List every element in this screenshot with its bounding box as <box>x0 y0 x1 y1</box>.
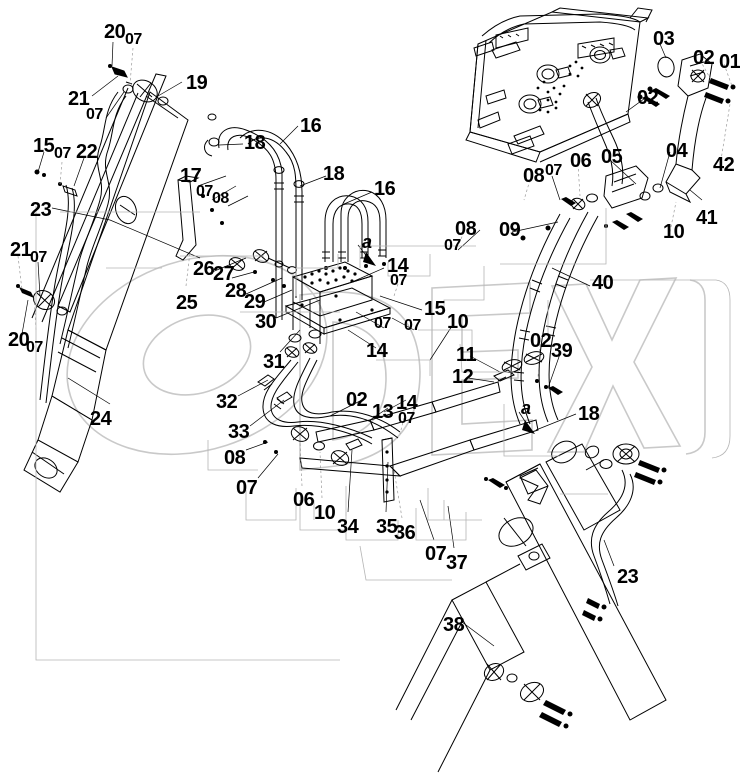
callout-a: a <box>362 232 372 252</box>
mid-hoses-16 <box>322 189 387 270</box>
callout-23: 23 <box>30 199 52 221</box>
callout-02: 02 <box>530 330 552 352</box>
lower-hoses <box>257 329 401 445</box>
callout-10: 10 <box>314 502 336 524</box>
callout-07: 07 <box>425 543 447 565</box>
left-lift-cylinder <box>23 73 189 493</box>
callout-28: 28 <box>225 280 247 302</box>
callout-06: 06 <box>293 489 315 511</box>
tank-outlet-fittings <box>637 53 736 204</box>
callout-27: 27 <box>213 263 235 285</box>
callout-06: 06 <box>570 150 592 172</box>
callout-41: 41 <box>696 207 718 229</box>
callout-08: 08 <box>523 165 545 187</box>
callout-11: 11 <box>456 344 477 366</box>
valve-block-assembly <box>284 261 392 344</box>
callout-24: 24 <box>90 408 112 430</box>
callout-07: 07 <box>545 162 562 179</box>
callout-07: 07 <box>196 183 213 200</box>
leader-lines <box>17 41 733 661</box>
callout-08: 08 <box>455 218 477 240</box>
callout-15: 15 <box>33 135 55 157</box>
left-mid-fitting-22 <box>34 169 78 197</box>
callout-07: 07 <box>125 31 142 48</box>
callout-30: 30 <box>255 311 277 333</box>
callout-35: 35 <box>376 516 398 538</box>
callout-42: 42 <box>713 154 735 176</box>
callout-36: 36 <box>394 522 416 544</box>
callout-40: 40 <box>592 272 614 294</box>
hose-05-and-pipe <box>520 91 664 241</box>
callout-07: 07 <box>236 477 258 499</box>
right-lift-cylinder <box>395 440 667 773</box>
left-top-fittings <box>108 64 134 94</box>
hydraulic-tank <box>465 7 653 163</box>
callout-a: a <box>521 398 531 418</box>
callout-14: 14 <box>366 340 388 362</box>
callout-33: 33 <box>228 421 250 443</box>
callout-02: 02 <box>346 389 368 411</box>
long-hoses-40 <box>493 211 599 425</box>
callout-21: 21 <box>68 88 90 110</box>
callout-09: 09 <box>499 219 521 241</box>
callout-07: 07 <box>26 339 43 356</box>
callout-17: 17 <box>180 165 202 187</box>
hose-23-right <box>582 469 634 622</box>
callout-18: 18 <box>244 132 266 154</box>
callout-10: 10 <box>447 311 469 333</box>
callout-20: 20 <box>8 329 30 351</box>
callout-16: 16 <box>374 178 396 200</box>
callout-18: 18 <box>323 163 345 185</box>
fittings-26-29 <box>228 249 297 288</box>
left-lower-fittings <box>16 284 68 316</box>
boom-tube <box>263 381 539 503</box>
callout-07: 07 <box>374 315 391 332</box>
callout-29: 29 <box>244 291 266 313</box>
callout-37: 37 <box>446 552 468 574</box>
callout-01: 01 <box>719 51 740 73</box>
callout-20: 20 <box>104 21 126 43</box>
bracket-17 <box>175 175 224 261</box>
callout-05: 05 <box>601 146 623 168</box>
left-cylinder-gland <box>132 79 169 106</box>
callout-07: 07 <box>404 317 421 334</box>
callout-15: 15 <box>424 298 446 320</box>
callout-07: 07 <box>54 145 71 162</box>
callout-16: 16 <box>300 115 322 137</box>
watermark-odex <box>66 254 706 471</box>
callout-14: 14 <box>396 392 418 414</box>
callout-12: 12 <box>452 366 474 388</box>
callout-13: 13 <box>372 401 394 423</box>
callout-39: 39 <box>551 340 573 362</box>
callout-25: 25 <box>176 292 198 314</box>
callout-08: 08 <box>224 447 246 469</box>
callout-07: 07 <box>444 237 461 254</box>
callout-18: 18 <box>578 403 600 425</box>
callout-10: 10 <box>663 221 685 243</box>
callout-02: 02 <box>693 47 715 69</box>
callout-03: 03 <box>653 28 675 50</box>
callout-07: 07 <box>86 106 103 123</box>
callout-22: 22 <box>76 141 98 163</box>
callout-26: 26 <box>193 258 215 280</box>
callout-23: 23 <box>617 566 639 588</box>
callout-31: 31 <box>263 351 285 373</box>
callout-38: 38 <box>443 614 465 636</box>
callout-08: 08 <box>212 190 229 207</box>
callout-21: 21 <box>10 239 32 261</box>
callout-19: 19 <box>186 72 208 94</box>
callout-07: 07 <box>390 272 407 289</box>
callout-34: 34 <box>337 516 359 538</box>
top-hoses-16-18 <box>204 113 305 320</box>
callout-07: 07 <box>30 249 47 266</box>
callout-04: 04 <box>666 140 688 162</box>
callout-02: 02 <box>637 87 659 109</box>
callout-14: 14 <box>387 255 409 277</box>
callout-07: 07 <box>398 410 415 427</box>
callout-32: 32 <box>216 391 238 413</box>
